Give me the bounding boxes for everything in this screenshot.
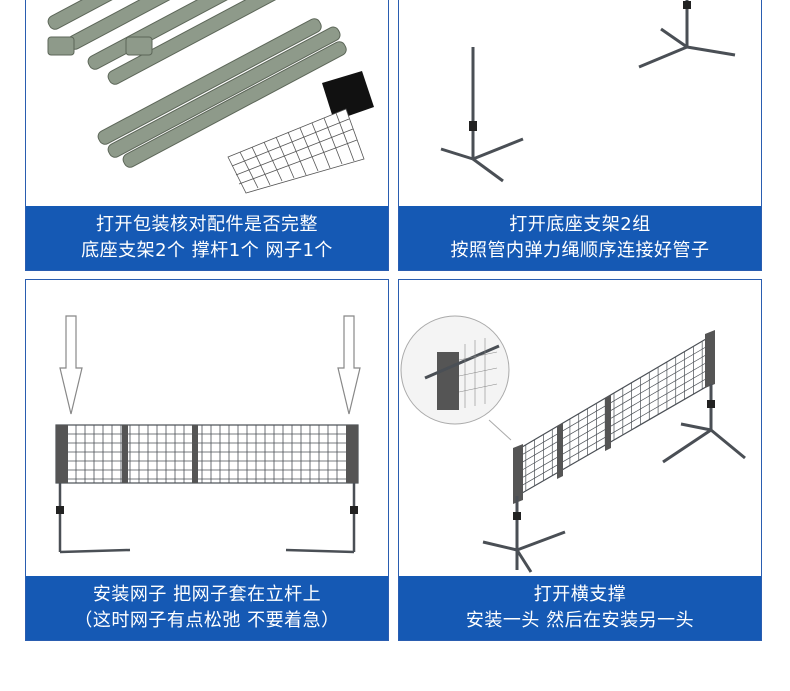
step-3-panel: 安装网子 把网子套在立杆上 （这时网子有点松弛 不要着急）: [25, 279, 389, 641]
step-1-panel: 打开包装核对配件是否完整 底座支架2个 撑杆1个 网子1个: [25, 0, 389, 271]
caption-line-1: 安装网子 把网子套在立杆上: [92, 584, 322, 605]
step-2-caption: 打开底座支架2组 按照管内弹力绳顺序连接好管子: [399, 206, 761, 270]
step-2-panel: 打开底座支架2组 按照管内弹力绳顺序连接好管子: [398, 0, 762, 271]
caption-line-2: 安装一头 然后在安装另一头: [465, 610, 695, 631]
caption-line-1: 打开底座支架2组: [509, 214, 651, 235]
step-4-panel: 打开横支撑 安装一头 然后在安装另一头: [398, 279, 762, 641]
step-3-caption: 安装网子 把网子套在立杆上 （这时网子有点松弛 不要着急）: [26, 576, 388, 640]
caption-line-1: 打开横支撑: [533, 584, 627, 605]
caption-line-2: 底座支架2个 撑杆1个 网子1个: [81, 240, 333, 261]
caption-line-2: 按照管内弹力绳顺序连接好管子: [450, 240, 710, 261]
caption-line-1: 打开包装核对配件是否完整: [96, 214, 318, 235]
step-1-caption: 打开包装核对配件是否完整 底座支架2个 撑杆1个 网子1个: [26, 206, 388, 270]
down-arrow-left-icon: [59, 315, 83, 415]
step-4-caption: 打开横支撑 安装一头 然后在安装另一头: [399, 576, 761, 640]
base-stand-illustration: [440, 0, 736, 183]
parts-illustration: [47, 0, 374, 194]
down-arrow-right-icon: [337, 315, 361, 415]
net-sample: [227, 108, 365, 194]
crossbar-illustration: [400, 315, 746, 573]
install-net-illustration: [55, 315, 361, 554]
caption-line-2: （这时网子有点松弛 不要着急）: [74, 610, 340, 631]
